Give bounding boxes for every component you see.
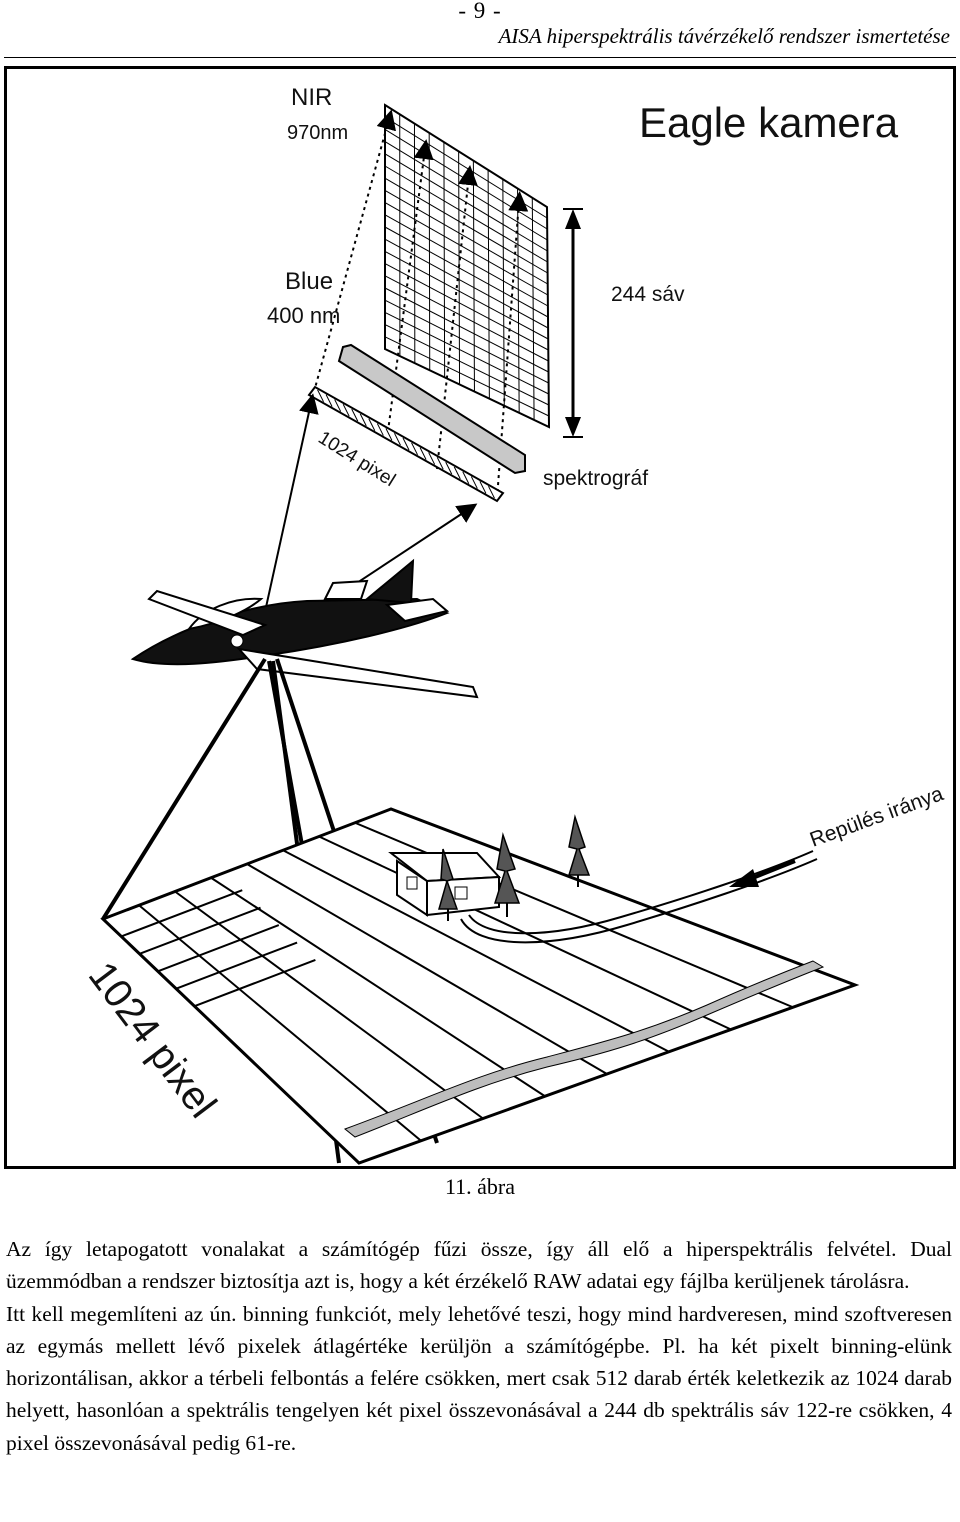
header-rule [4, 57, 956, 58]
bands-arrow [563, 208, 583, 438]
trees [438, 814, 591, 921]
spectrograph-label: spektrográf [543, 467, 648, 490]
detector-line [307, 385, 505, 503]
flight-direction-arrow [729, 859, 796, 887]
nir-label: NIR [291, 84, 332, 111]
blue-label: Blue [285, 268, 333, 295]
paragraph-2: Itt kell megemlíteni az ún. binning funk… [6, 1301, 952, 1455]
figure-caption: 11. ábra [444, 1174, 516, 1199]
detector-grid [384, 103, 551, 429]
ground-plane [100, 807, 860, 1165]
page-number: - 9 - [458, 0, 502, 23]
flight-direction-label: Repülés iránya [807, 782, 947, 852]
nir-wavelength: 970nm [287, 122, 348, 144]
running-head: AISA hiperspektrális távérzékelő rendsze… [498, 24, 950, 48]
spectrograph [337, 343, 526, 475]
blue-wavelength: 400 nm [267, 303, 340, 328]
figure-title: Eagle kamera [639, 99, 899, 146]
figure-eagle-camera: Eagle kamera NIR 970nm Blue 400 nm 244 s… [4, 66, 956, 1169]
body-text: Az így letapogatott vonalakat a számítóg… [6, 1233, 952, 1459]
paragraph-1: Az így letapogatott vonalakat a számítóg… [6, 1237, 952, 1294]
aircraft [130, 558, 479, 699]
figure-diagram: Eagle kamera NIR 970nm Blue 400 nm 244 s… [80, 84, 947, 1165]
bands-label: 244 sáv [611, 283, 685, 306]
